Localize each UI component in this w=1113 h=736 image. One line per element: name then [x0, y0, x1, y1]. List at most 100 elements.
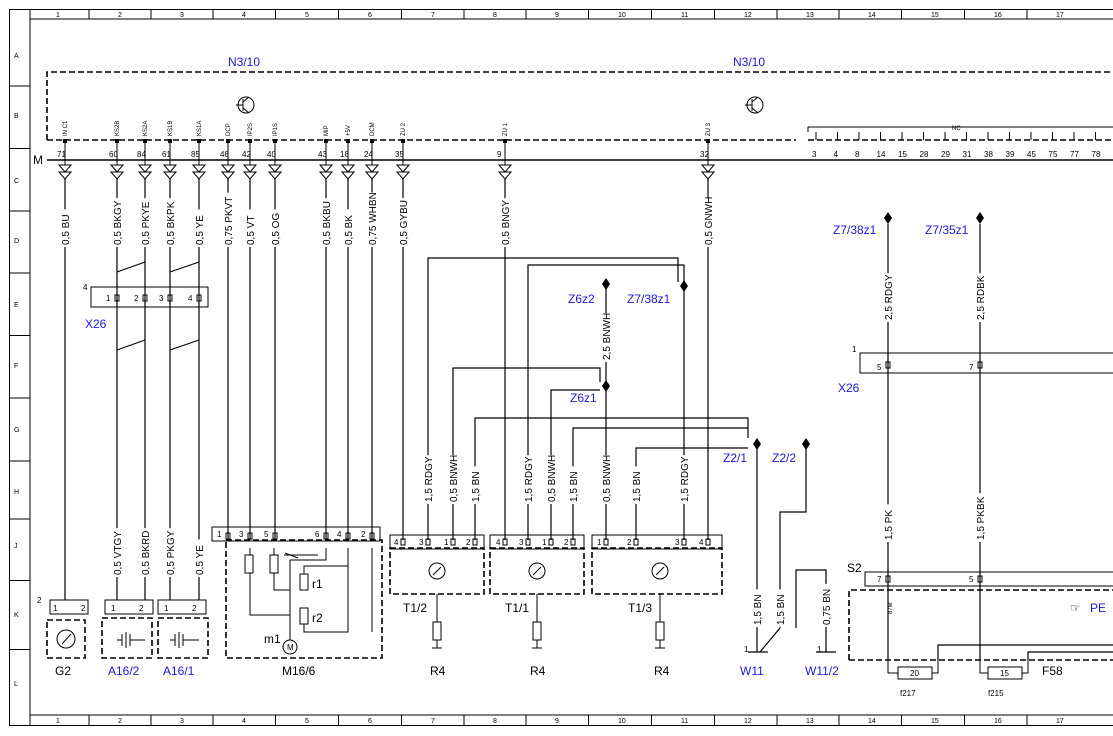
wire-label-bg [600, 455, 612, 504]
pin-number: 2 [134, 294, 139, 303]
splice-z7-38z1-right [884, 212, 892, 224]
grid-row-letter: H [14, 489, 19, 496]
a16-1-symbol [170, 632, 199, 648]
wire-label: 0,5 YE [195, 545, 206, 575]
wire-label-bg [193, 539, 205, 577]
pin-number: 5 [264, 530, 269, 539]
pin-marker [450, 538, 456, 546]
r1-label: r1 [312, 577, 323, 591]
pin-number: 85 [191, 150, 200, 159]
pin-label: KS2B [115, 121, 121, 136]
wire-label: 0,5 BKBU [322, 201, 333, 245]
reference-hand-icon: ☞ [1070, 601, 1081, 615]
pin-marker [168, 139, 172, 143]
grid-column-number: 10 [618, 12, 626, 19]
wire-label: 1,5 BN [471, 471, 482, 502]
nc-pin-number: 3 [812, 150, 817, 159]
pin-label: DCP [226, 123, 232, 136]
w11-label: W11 [740, 664, 764, 678]
a16-2-symbol [117, 632, 145, 648]
pe-reference[interactable]: PE [1090, 601, 1106, 615]
wire-label: 1,5 BN [632, 471, 643, 502]
splice-z2-2 [802, 438, 810, 450]
spark-plug-icon [432, 594, 442, 649]
coil-wire-network [402, 178, 827, 640]
wire-label-bg [702, 198, 714, 247]
grid-column-number: 17 [1056, 718, 1064, 725]
grid-column-number: 4 [242, 718, 246, 725]
grid-column-number: 6 [368, 12, 372, 19]
pin-number: 1 [217, 530, 222, 539]
pin-number: 3 [419, 538, 424, 547]
grid-column-number: 16 [994, 12, 1002, 19]
wire-label-bg [522, 455, 534, 504]
pin-marker [548, 538, 554, 546]
splice-z2-1 [753, 438, 761, 450]
wire-label-bg [974, 273, 986, 322]
wire-label: 0,75 PKVT [224, 197, 235, 245]
pin-label: MIP [324, 125, 330, 136]
pin-marker [197, 139, 201, 143]
pin-label: ZU 3 [706, 122, 712, 136]
pin-number: 9 [497, 150, 502, 159]
nc-pin-number: 4 [834, 150, 839, 159]
splice-z7-38z1-mid [680, 280, 688, 292]
pin-number: 5 [969, 575, 974, 584]
z6z2-label: Z6z2 [568, 292, 595, 306]
wire-label-bg [320, 198, 332, 247]
wire-label-bg [499, 198, 511, 247]
x26-right-count: 1 [852, 345, 857, 354]
pin-number: 61 [162, 150, 171, 159]
f217-label: f217 [900, 689, 916, 698]
nc-pin-number: 14 [877, 150, 886, 159]
pin-number: 3 [519, 538, 524, 547]
wire-label-bg [600, 313, 612, 362]
pin-label: ZU 2 [401, 122, 407, 136]
pin-number: 4 [496, 538, 501, 547]
pin-marker [502, 538, 508, 546]
f215-label: f215 [988, 689, 1004, 698]
t1-1-label: T1/1 [505, 601, 529, 615]
m16-6-component [225, 539, 383, 659]
wire-label-bg [193, 209, 205, 247]
z7-38z1-mid-label: Z7/38z1 [627, 292, 671, 306]
z7-38z1-right-label: Z7/38z1 [833, 223, 877, 237]
pin-number: 4 [394, 538, 399, 547]
wire-label-bg [422, 455, 434, 504]
wire-label: 0,5 BNWH [449, 455, 460, 502]
pin-number: 1 [542, 538, 547, 547]
wire-label: 0,5 BKRD [141, 531, 152, 575]
n3-10-label-left: N3/10 [228, 55, 260, 69]
grid-column-number: 10 [618, 718, 626, 725]
grid-row-letter: F [14, 363, 18, 370]
grid-column-number: 8 [493, 12, 497, 19]
wire-label: 0,5 VT [246, 216, 257, 245]
pin-label: IP2S [248, 123, 254, 136]
svg-text:20: 20 [910, 669, 919, 678]
wire-label: 0,5 PKGY [166, 530, 177, 575]
r4-b-label: R4 [530, 664, 546, 678]
pin-number: 4 [337, 530, 342, 539]
a16-2-component [101, 617, 153, 659]
wire-label: 1,5 PKBK [976, 496, 987, 540]
r4-a-label: R4 [430, 664, 446, 678]
pin-marker [143, 139, 147, 143]
wire-label: 2,5 RDBK [976, 275, 987, 320]
t1-3-connector [591, 534, 723, 550]
wire-label-bg [397, 198, 409, 247]
n3-10-label-right: N3/10 [733, 55, 765, 69]
pin-marker [346, 139, 350, 143]
grid-row-letter: B [14, 113, 19, 120]
f58-label: F58 [1042, 664, 1063, 678]
f58-box [848, 589, 1113, 661]
connector-arrow-icon [191, 164, 207, 180]
pin-number: 84 [137, 150, 146, 159]
wire-label-bg [882, 504, 894, 542]
z2-1-label: Z2/1 [723, 451, 747, 465]
wire-label: 0,5 GNWH [704, 197, 715, 245]
